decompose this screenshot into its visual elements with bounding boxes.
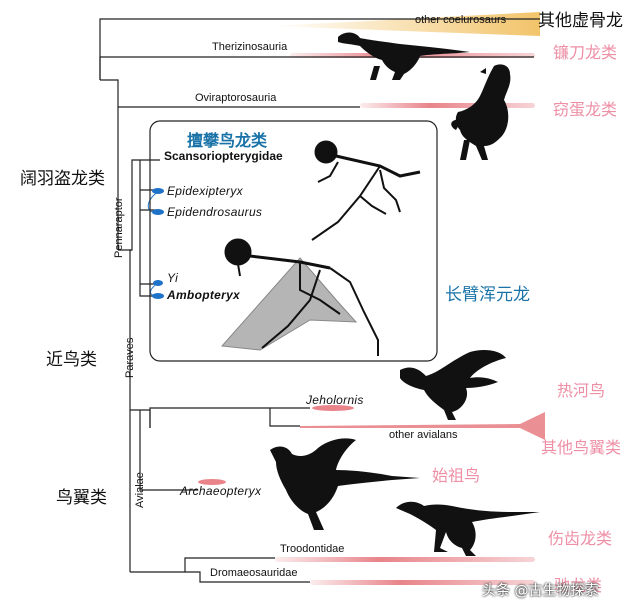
scansoriopterygid-upper-silhouette [311, 140, 421, 241]
node-label-pennaraptor: Pennaraptor [113, 197, 125, 258]
zh-label-other-avialans: 其他鸟翼类 [541, 438, 622, 457]
scansoriopterygidae-box [149, 120, 438, 362]
troodontid-silhouette [396, 501, 540, 556]
label-troodontidae: Troodontidae [280, 543, 345, 555]
tree-branches [99, 18, 540, 583]
oviraptorosaur-silhouette [451, 64, 511, 160]
zh-label-archaeopteryx: 始祖鸟 [432, 466, 481, 485]
archaeopteryx-silhouette [270, 438, 420, 530]
dromaeosauridae-range-bar [310, 580, 535, 585]
watermark: 头条 @古生物探索 [482, 583, 599, 599]
zh-label-oviraptorosauria: 窃蛋龙类 [553, 100, 618, 119]
zh-label-pennaraptora: 阔羽盗龙类 [20, 169, 105, 189]
label-therizinosauria: Therizinosauria [212, 41, 288, 53]
zh-label-scansoriopterygidae: 擅攀鸟龙类 [187, 131, 268, 150]
zh-label-jeholornis: 热河鸟 [557, 381, 606, 400]
label-jeholornis: Jeholornis [306, 393, 364, 407]
other-coelurosaurs-range-bar [270, 12, 540, 36]
zh-label-avialae: 鸟翼类 [56, 488, 107, 508]
jeholornis-range-bar [312, 405, 354, 411]
node-label-paraves: Paraves [124, 337, 136, 378]
jeholornis-silhouette [400, 350, 506, 420]
label-other-avialans: other avialans [389, 429, 458, 441]
other-avialans-range-bar [300, 412, 545, 440]
label-ambopteryx: Ambopteryx [167, 288, 241, 302]
zh-label-dromaeosauridae: 驰龙类 [554, 576, 603, 595]
label-archaeopteryx: Archaeopteryx [180, 484, 262, 498]
archaeopteryx-range-bar [198, 479, 226, 485]
label-scansoriopterygidae: Scansoriopterygidae [164, 149, 283, 163]
ambopteryx-silhouette [220, 238, 379, 356]
oviraptorosauria-range-bar [360, 103, 535, 108]
label-oviraptorosauria: Oviraptorosauria [195, 92, 277, 104]
label-dromaeosauridae: Dromaeosauridae [210, 567, 298, 579]
label-epidexipteryx: Epidexipteryx [167, 184, 243, 198]
zh-label-therizinosauria: 镰刀龙类 [553, 43, 618, 62]
label-epidendrosaurus: Epidendrosaurus [167, 205, 263, 219]
zh-label-other-coelurosaurs: 其他虚骨龙 [538, 11, 623, 31]
troodontidae-range-bar [275, 557, 535, 562]
epidexipteryx-marker [152, 188, 164, 194]
zh-label-ambopteryx: 长臂浑元龙 [445, 285, 530, 305]
label-other-coelurosaurs: other coelurosaurs [415, 14, 507, 26]
node-label-avialae: Avialae [134, 472, 146, 508]
therizinosaur-silhouette [338, 32, 470, 80]
zh-label-troodontidae: 伤齿龙类 [548, 529, 613, 548]
zh-label-paraves: 近鸟类 [46, 350, 97, 370]
label-yi: Yi [167, 271, 179, 285]
